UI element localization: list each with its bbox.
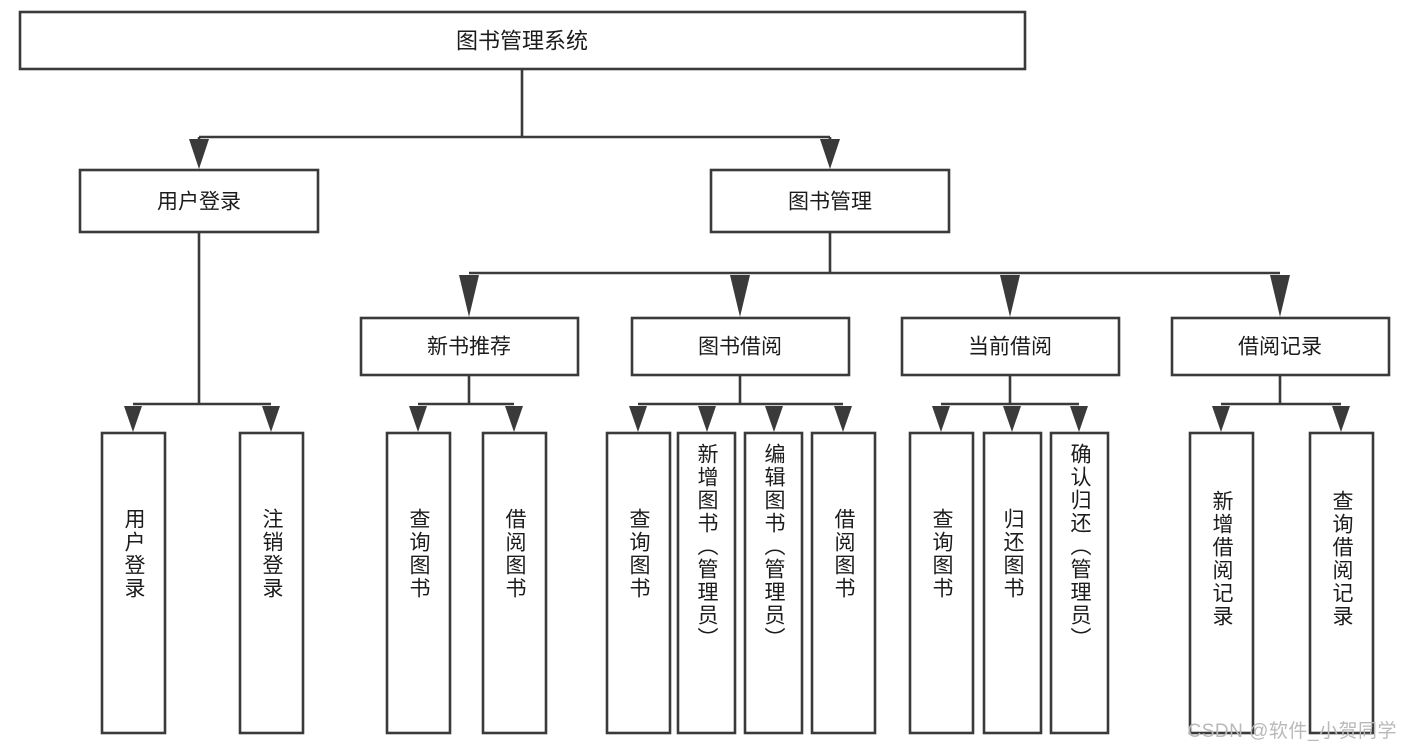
- arrow-head-br-query-record: [1332, 406, 1350, 432]
- leaf-box-nbr-query-book[interactable]: [385, 431, 452, 735]
- node-box-root[interactable]: [18, 10, 1027, 71]
- arrow-head-nbr-query-book: [409, 406, 427, 432]
- node-label-borrow-record: 借阅记录: [1238, 336, 1322, 359]
- node-label-current-borrow: 当前借阅: [968, 336, 1052, 359]
- leaf-box-cb-confirm-return[interactable]: [1049, 431, 1110, 735]
- connector-group-new-book-recommend: [409, 375, 523, 432]
- arrow-head-borrow-record: [1270, 275, 1290, 317]
- arrow-head-book-borrow: [730, 275, 750, 317]
- arrow-head-bb-query-book: [629, 406, 647, 432]
- arrow-head-cb-confirm-return: [1070, 406, 1088, 432]
- arrow-head-br-add-record: [1212, 406, 1230, 432]
- arrow-head-cb-return-book: [1003, 406, 1021, 432]
- arrow-head-book-management: [820, 139, 840, 169]
- connector-group-root: [189, 69, 840, 169]
- leaf-box-bb-query-book[interactable]: [605, 431, 672, 735]
- page-title: 图书管理系统: [456, 29, 588, 54]
- node-box-borrow-record[interactable]: [1170, 316, 1391, 377]
- arrow-head-bb-borrow-book: [834, 406, 852, 432]
- connector-group-user-login: [124, 232, 280, 432]
- node-label-new-book-recommend: 新书推荐: [427, 336, 511, 359]
- csdn-watermark: CSDN @软件_小贺同学: [1187, 721, 1397, 742]
- connector-group-book-borrow: [629, 375, 852, 432]
- leaf-box-cb-return-book[interactable]: [982, 431, 1043, 735]
- connector-group-book-management: [459, 232, 1290, 317]
- leaf-box-br-query-record[interactable]: [1308, 431, 1375, 735]
- arrow-head-user-login-leaf: [124, 406, 142, 432]
- node-box-new-book-recommend[interactable]: [359, 316, 580, 377]
- leaf-box-cb-query-book[interactable]: [908, 431, 975, 735]
- node-label-user-login: 用户登录: [157, 191, 241, 214]
- node-label-book-management: 图书管理: [788, 191, 872, 214]
- leaf-box-user-logout-leaf[interactable]: [238, 431, 305, 735]
- leaf-box-nbr-borrow-book[interactable]: [481, 431, 548, 735]
- node-box-user-login[interactable]: [78, 168, 320, 234]
- arrow-head-nbr-borrow-book: [505, 406, 523, 432]
- leaf-box-bb-add-book[interactable]: [676, 431, 737, 735]
- leaf-box-br-add-record[interactable]: [1188, 431, 1255, 735]
- leaf-box-bb-borrow-book[interactable]: [810, 431, 877, 735]
- node-user-login[interactable]: 用户登录: [78, 168, 320, 234]
- connector-group-current-borrow: [932, 375, 1088, 432]
- node-root[interactable]: 图书管理系统: [18, 10, 1027, 71]
- arrow-head-current-borrow: [1000, 275, 1020, 317]
- leaf-boxes: [100, 431, 1375, 735]
- node-box-current-borrow[interactable]: [900, 316, 1121, 377]
- node-new-book-recommend[interactable]: 新书推荐: [359, 316, 580, 377]
- arrow-head-new-book-recommend: [459, 275, 479, 317]
- arrow-head-cb-query-book: [932, 406, 950, 432]
- leaf-box-user-login-leaf[interactable]: [100, 431, 167, 735]
- node-book-management[interactable]: 图书管理: [709, 168, 951, 234]
- node-book-borrow[interactable]: 图书借阅: [630, 316, 851, 377]
- leaf-box-bb-edit-book[interactable]: [743, 431, 804, 735]
- node-label-book-borrow: 图书借阅: [698, 336, 782, 359]
- arrow-head-bb-add-book: [698, 406, 716, 432]
- node-borrow-record[interactable]: 借阅记录: [1170, 316, 1391, 377]
- node-current-borrow[interactable]: 当前借阅: [900, 316, 1121, 377]
- arrow-head-user-logout-leaf: [262, 406, 280, 432]
- connector-group-borrow-record: [1212, 375, 1350, 432]
- arrow-head-bb-edit-book: [765, 406, 783, 432]
- arrow-head-user-login: [189, 139, 209, 169]
